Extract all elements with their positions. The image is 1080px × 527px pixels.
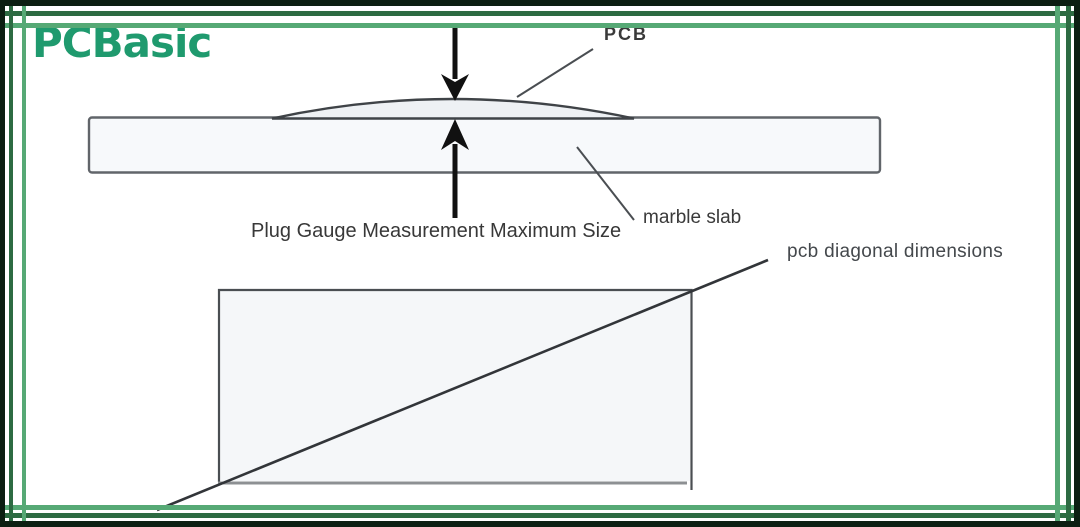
frame-top-outer-strip: [0, 0, 1080, 6]
marble-slab-label: marble slab: [643, 207, 742, 228]
frame-left-dark-line: [9, 0, 13, 527]
marble-slab-leader-line: [576, 146, 635, 221]
frame-right-light-line: [1055, 0, 1060, 527]
frame-bottom-light-line: [0, 505, 1080, 510]
pcb-warped-shape: [271, 97, 635, 120]
frame-bottom-dark-line: [0, 513, 1080, 518]
pcb-leader-line: [516, 48, 594, 98]
frame-left-light-line: [22, 0, 26, 527]
marble-slab-shape: [87, 116, 882, 174]
pcb-diagonal-dimensions-label: pcb diagonal dimensions: [787, 241, 1004, 262]
frame-left-outer-strip: [0, 0, 5, 527]
frame-bottom-outer-strip: [0, 521, 1080, 527]
brand-logo: PCBasic: [32, 18, 212, 67]
plug-gauge-caption: Plug Gauge Measurement Maximum Size: [251, 220, 622, 242]
down-arrow-icon: [441, 27, 469, 101]
frame-right-dark-line: [1066, 0, 1071, 527]
up-arrow-icon: [441, 119, 469, 218]
pcb-label: PCB: [604, 24, 649, 44]
frame-top-dark-line: [0, 11, 1080, 16]
pcb-rectangle-shape: [217, 288, 693, 490]
frame-right-outer-strip: [1074, 0, 1080, 527]
frame-top-light-line: [0, 23, 1080, 28]
diagonal-line: [156, 258, 769, 512]
